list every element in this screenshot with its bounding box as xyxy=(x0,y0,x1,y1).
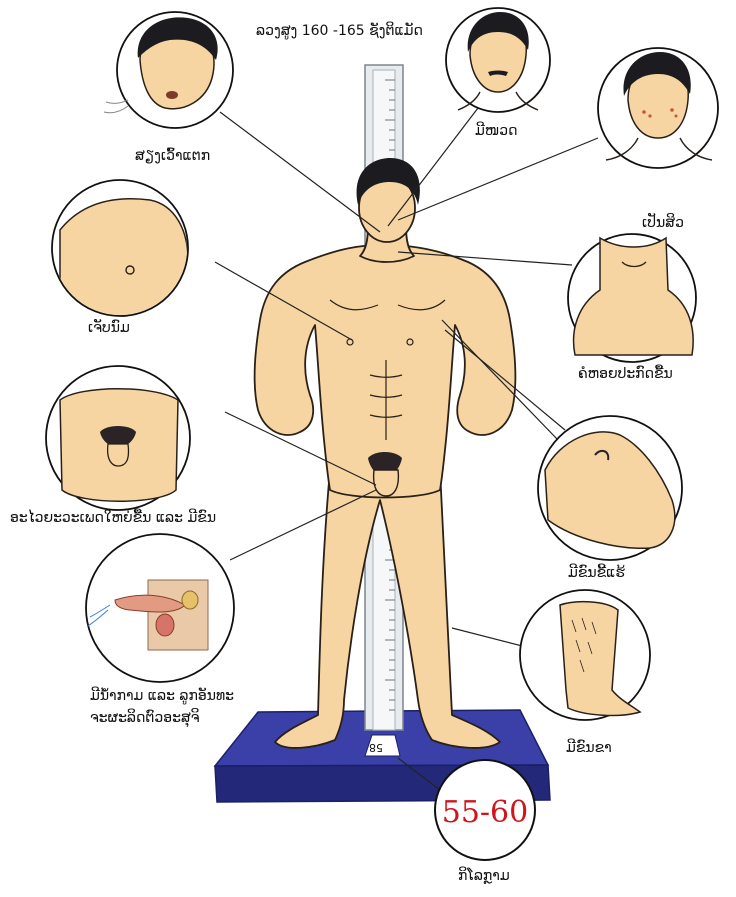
genitals-label: ອະໄວຍະວະເພດໃຫຍ່ຂື້ນ ແລະ ມີຂົນ xyxy=(10,510,216,526)
weight-unit-label: ກິໂລກຼາມ xyxy=(458,868,510,884)
mustache-label: ມີໜວດ xyxy=(475,123,517,139)
genitals-icon xyxy=(60,389,178,502)
voice-label: ສຽງເວົ້າແຕກ xyxy=(135,148,210,164)
semen-label-line1: ມີນໍ້າກາມ ແລະ ລູກອັນທະ xyxy=(90,688,234,704)
height-label: ລວງສູງ 160 -165 ຊັງຕິແມັດ xyxy=(256,23,423,39)
underarm-label: ມີຂົນຂີ້ແຮ້ xyxy=(568,565,625,581)
weight-value: 55-60 xyxy=(430,795,540,830)
semen-label-line2: ຈະຜະລິດຕົວອະສຸຈິ xyxy=(90,710,200,726)
leg-hair-label: ມີຂົນຂາ xyxy=(566,740,612,756)
scale-plate-number: 58 xyxy=(360,741,392,754)
adams-apple-label: ຄໍຫອຍປະກົດຂື້ນ xyxy=(578,366,673,382)
breast-label: ເຈັບນົມ xyxy=(88,320,130,336)
acne-label: ເປັນສິວ xyxy=(642,215,684,231)
